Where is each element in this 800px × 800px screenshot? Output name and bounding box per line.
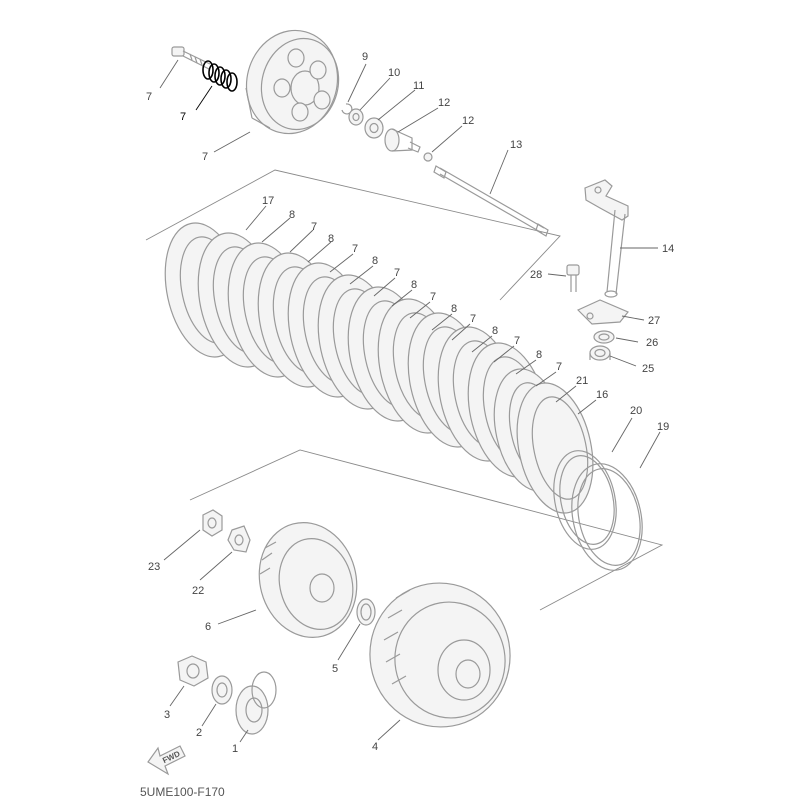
callout-17: 23	[148, 561, 160, 573]
callout-8-a: 8	[289, 209, 295, 221]
callout-7-c: 7	[394, 267, 400, 279]
callout-28: 28	[530, 269, 542, 281]
oil-seal[interactable]	[593, 330, 615, 344]
callout-18: 12	[438, 97, 450, 109]
callout-27: 27	[648, 315, 660, 327]
leader-lines	[159, 59, 661, 743]
friction-plate-12-bottom[interactable]	[506, 376, 604, 520]
callout-8-c: 8	[372, 255, 378, 267]
push-lever-shaft[interactable]	[584, 179, 629, 298]
callout-19: 11	[413, 80, 424, 92]
callout-8-b: 8	[328, 233, 334, 245]
clutch-plate-stack	[164, 222, 604, 520]
primary-driven-gear[interactable]	[359, 572, 522, 738]
callout-15: 21	[576, 375, 588, 387]
callout-8-f: 8	[492, 325, 498, 337]
callout-16: 22	[192, 585, 204, 597]
callout-4: 4	[372, 741, 378, 753]
clutch-boss[interactable]	[247, 512, 370, 649]
plates-group-frame	[145, 169, 561, 301]
push-rod-1[interactable]	[384, 128, 421, 153]
callout-11: 7	[146, 91, 152, 103]
callout-10: 7	[180, 111, 186, 123]
pressure-plate[interactable]	[235, 20, 349, 144]
bearing[interactable]	[364, 117, 384, 139]
callout-22: 12	[462, 115, 474, 127]
callout-12-bottom: 16	[596, 389, 608, 401]
callout-14: 20	[630, 405, 642, 417]
lock-washer-2[interactable]	[211, 675, 233, 705]
washer[interactable]	[348, 108, 364, 126]
callout-7-b: 7	[352, 243, 358, 255]
callout-20: 10	[388, 67, 400, 79]
bolt-28[interactable]	[566, 264, 580, 292]
callout-13: 19	[657, 421, 669, 433]
nut-17[interactable]	[202, 509, 223, 537]
fwd-direction-arrow-icon: FWD	[147, 745, 186, 776]
diagram-code: 5UME100-F170	[140, 785, 225, 799]
callout-24: 14	[662, 243, 674, 255]
callout-7-d: 7	[430, 291, 436, 303]
callout-3: 3	[164, 709, 170, 721]
callout-8-e: 8	[451, 303, 457, 315]
callout-23: 13	[510, 139, 522, 151]
callout-1: 1	[232, 743, 238, 755]
callout-5: 5	[332, 663, 338, 675]
callout-7-a: 7	[311, 221, 317, 233]
hub-group-frame	[189, 449, 664, 611]
callout-labels: 7 7 7 9 10 11 12 12 13 14 28 27 26 25 17…	[146, 51, 674, 755]
callout-7-f: 7	[514, 335, 520, 347]
callout-8-d: 8	[411, 279, 417, 291]
callout-12-top: 17	[262, 195, 274, 207]
thrust-washer[interactable]	[356, 598, 376, 626]
cushion-spring-seat[interactable]	[545, 445, 624, 555]
cushion-spring[interactable]	[563, 457, 652, 577]
push-rod-2[interactable]	[433, 165, 549, 237]
callout-21: 9	[362, 51, 368, 63]
lock-washer-16[interactable]	[227, 525, 251, 553]
needle-bearing[interactable]	[589, 345, 611, 361]
ball[interactable]	[423, 152, 433, 162]
callout-8-g: 8	[536, 349, 542, 361]
callout-25: 25	[642, 363, 654, 375]
plate-27[interactable]	[576, 299, 629, 325]
callout-26: 26	[646, 337, 658, 349]
primary-drive-gear[interactable]	[235, 671, 277, 735]
callout-7-e: 7	[470, 313, 476, 325]
clutch-spring[interactable]	[202, 60, 238, 92]
callout-7-g: 7	[556, 361, 562, 373]
callout-9: 7	[202, 151, 208, 163]
clutch-bolt[interactable]	[171, 46, 211, 70]
nut-3[interactable]	[177, 655, 209, 687]
callout-6: 6	[205, 621, 211, 633]
callout-2: 2	[196, 727, 202, 739]
